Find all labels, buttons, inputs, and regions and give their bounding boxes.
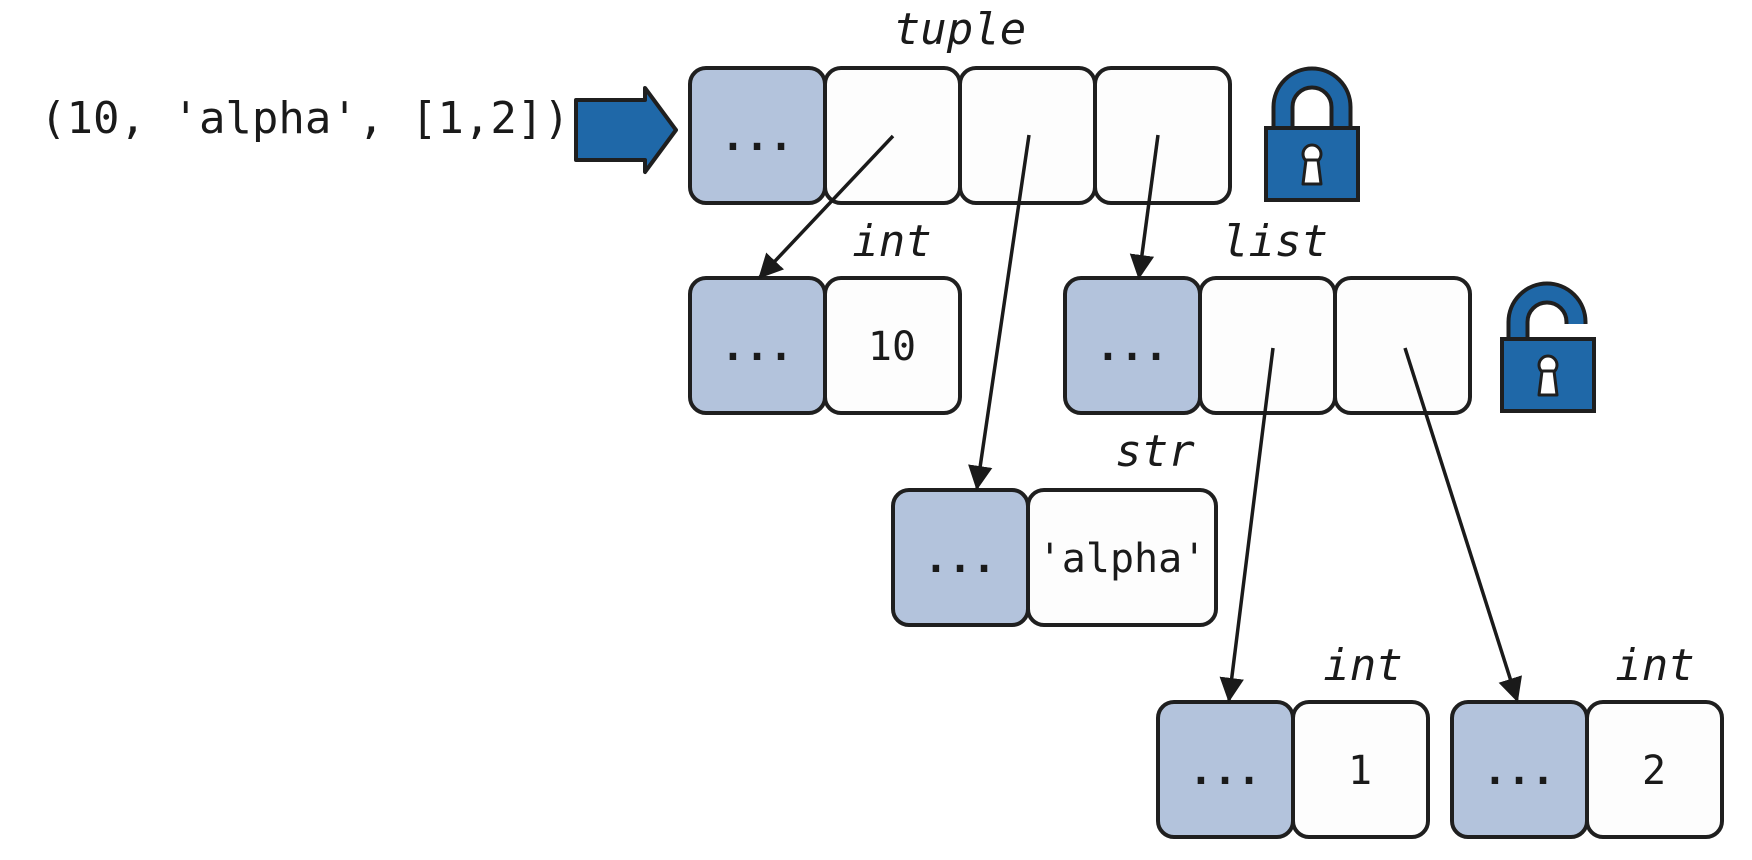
tuple-expression: (10, 'alpha', [1,2]): [40, 93, 570, 144]
int-2-value: 2: [1642, 748, 1666, 794]
list-object: list ...: [1063, 216, 1472, 415]
int-1-header-marker: ...: [1189, 748, 1261, 794]
assignment-arrow-icon: [574, 86, 678, 174]
str-value: 'alpha': [1038, 536, 1207, 582]
ref-arrow-list-to-int-1: [1219, 347, 1275, 703]
int-10-type-label: int: [852, 216, 931, 267]
str-object: str ... 'alpha': [891, 426, 1218, 627]
ref-arrow-tuple-to-list: [1129, 134, 1160, 280]
str-value-cell: [1026, 488, 1218, 627]
int-2-type-label: int: [1615, 640, 1694, 691]
tuple-slot-0: [823, 66, 962, 205]
tuple-slot-2: [1093, 66, 1232, 205]
int-10-object: int ... 10: [688, 216, 962, 415]
tuple-header-marker: ...: [721, 114, 793, 160]
int-1-object: int ... 1: [1156, 640, 1430, 839]
tuple-object: tuple ...: [688, 4, 1232, 205]
unlocked-padlock-icon: [1500, 281, 1596, 413]
int-2-header-marker: ...: [1483, 748, 1555, 794]
ref-arrow-tuple-to-int-10: [758, 134, 895, 279]
int-10-header-marker: ...: [721, 324, 793, 370]
list-slot-1: [1333, 276, 1472, 415]
list-header-marker: ...: [1096, 324, 1168, 370]
str-type-label: str: [1115, 426, 1195, 477]
list-type-label: list: [1222, 216, 1328, 267]
str-header-marker: ...: [924, 536, 996, 582]
int-2-object: int ... 2: [1450, 640, 1724, 839]
tuple-type-label: tuple: [894, 4, 1026, 55]
ref-arrow-tuple-to-str: [968, 134, 1031, 491]
int-1-type-label: int: [1323, 640, 1402, 691]
locked-padlock-icon: [1264, 66, 1360, 202]
ref-arrow-list-to-int-2: [1403, 347, 1522, 703]
int-10-value-cell: [823, 276, 962, 415]
int-10-value: 10: [868, 324, 916, 370]
int-1-value: 1: [1348, 748, 1372, 794]
int-2-value-cell: [1585, 700, 1724, 839]
int-1-value-cell: [1291, 700, 1430, 839]
